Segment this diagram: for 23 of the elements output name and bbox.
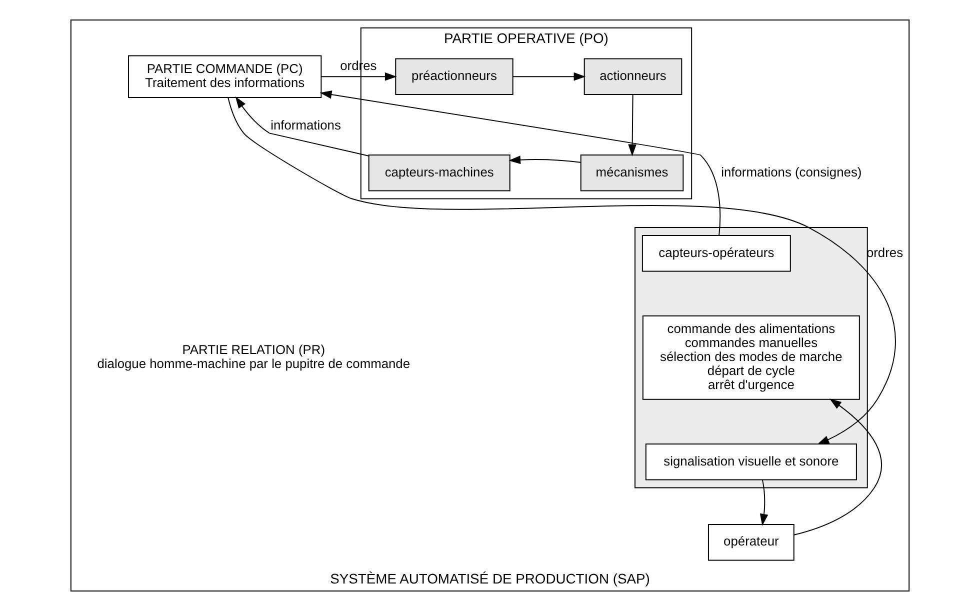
arrow <box>228 97 896 445</box>
node-box: mécanismes <box>580 154 684 192</box>
node-box: signalisation visuelle et sonore <box>645 444 857 480</box>
node-box: préactionneurs <box>395 58 514 95</box>
edge-label: informations <box>270 118 341 133</box>
arrow <box>508 156 582 164</box>
arrow <box>794 398 882 536</box>
arrow <box>628 94 636 156</box>
node-box: capteurs-machines <box>368 154 510 192</box>
cluster <box>634 227 868 488</box>
node-label: dialogue homme-machine par le pupitre de commande <box>97 356 410 371</box>
node-box: opérateur <box>708 524 794 561</box>
node-box: commande des alimentations commandes manuelles sélection des modes de marche départ de cycle arrêt d'urgence <box>642 315 860 400</box>
node-box: PARTIE COMMANDE (PC) Traitement des informations <box>128 55 322 98</box>
arrow <box>760 479 768 526</box>
arrow <box>235 96 369 156</box>
arrow <box>320 90 721 236</box>
arrow <box>320 72 397 81</box>
node-box: capteurs-opérateurs <box>642 234 791 272</box>
edge-label: informations (consignes) <box>721 164 862 180</box>
node-label: PARTIE RELATION (PR) <box>182 342 326 358</box>
arrow <box>512 72 586 81</box>
node-box: actionneurs <box>584 58 682 95</box>
